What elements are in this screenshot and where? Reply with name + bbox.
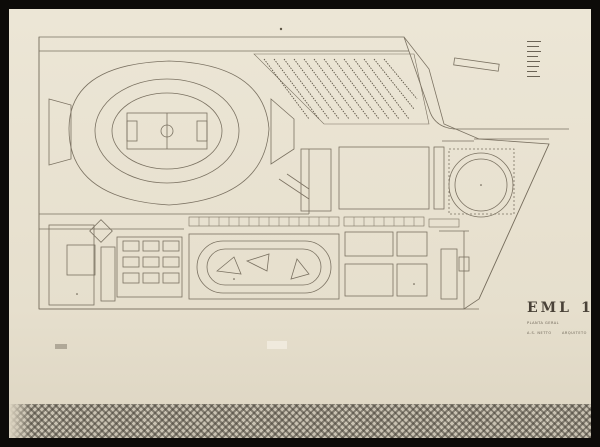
legend-item	[527, 66, 539, 67]
legend-item	[527, 61, 540, 62]
title-line-1: PLANTA GERAL	[527, 321, 560, 325]
backing-board-strip	[9, 404, 591, 438]
pool-complex	[48, 219, 183, 306]
plaza-block-c	[433, 146, 445, 210]
site-plan-drawing	[38, 27, 569, 349]
tape-mark-center	[267, 341, 287, 349]
athletics-track	[188, 233, 340, 300]
legend	[527, 41, 543, 81]
parking-rows	[263, 58, 418, 120]
legend-item	[527, 56, 538, 57]
plaza-block-a	[300, 148, 332, 212]
stadium-outer-stand	[68, 60, 270, 206]
sheet-number: 1	[581, 300, 591, 316]
photograph: EML 1 PLANTA GERAL A.S. NETTO ARQUITETO	[9, 9, 591, 438]
stadium-inner-ring	[94, 78, 240, 184]
strip-fade	[9, 404, 31, 438]
right-avenue	[478, 143, 550, 300]
legend-item	[527, 71, 537, 72]
tape-mark-left	[55, 344, 67, 349]
circular-arena	[448, 148, 515, 218]
sports-courts	[344, 231, 470, 300]
diagonal-avenue	[403, 36, 569, 130]
stadium-side-wing-left	[48, 98, 72, 166]
stadium-track	[111, 92, 223, 170]
drawing-code: EML	[527, 300, 573, 316]
plaza-block-b	[338, 146, 430, 210]
title-line-2-right: ARQUITETO	[562, 331, 587, 335]
legend-item	[527, 41, 541, 42]
parking-area	[253, 53, 430, 125]
title-line-2-left: A.S. NETTO	[527, 331, 552, 335]
building-row	[188, 216, 460, 228]
main-stadium	[48, 60, 295, 206]
legend-item	[527, 76, 540, 77]
stadium-side-wing-right	[270, 98, 295, 165]
legend-item	[527, 46, 539, 47]
legend-item	[527, 51, 541, 52]
